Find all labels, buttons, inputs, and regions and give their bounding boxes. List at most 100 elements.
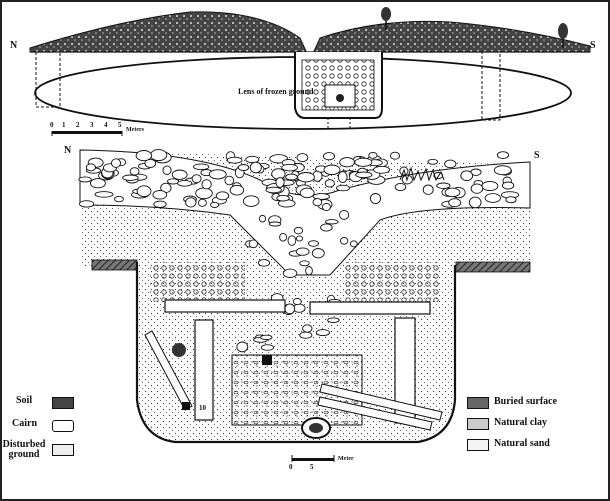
legend-disturbed-swatch (52, 444, 74, 456)
legend-disturbed-label: Disturbed ground (2, 439, 46, 460)
stone (248, 239, 258, 249)
legend-soil-label: Soil (16, 395, 33, 406)
stone (339, 209, 350, 220)
stone (237, 164, 250, 171)
top-scale-bar (52, 131, 122, 134)
stone (122, 174, 139, 181)
stone (114, 195, 124, 203)
top-south-label: S (590, 40, 596, 51)
stone (299, 187, 315, 199)
stone (295, 235, 304, 242)
stone (312, 198, 323, 207)
cairn-stones (78, 149, 520, 353)
stone (149, 149, 168, 162)
stone (265, 186, 282, 194)
stone (292, 297, 302, 306)
top-scale-tick: 2 (76, 121, 80, 129)
top-scale-tick: 5 (118, 121, 122, 129)
legend-sand-label: Natural sand (494, 438, 550, 449)
stone (226, 156, 243, 164)
stone (191, 174, 202, 184)
stone (293, 226, 304, 235)
stone (336, 184, 350, 192)
legend-cairn-swatch (52, 420, 74, 432)
stone (201, 179, 212, 190)
stone (281, 163, 298, 172)
stone (444, 159, 457, 169)
top-scale-tick: 1 (62, 121, 66, 129)
stone (193, 163, 210, 171)
stone (339, 236, 349, 245)
top-scale-tick: 0 (50, 121, 54, 129)
bottom-north-label: N (64, 145, 72, 156)
stone (94, 191, 114, 198)
stone (129, 167, 140, 176)
stone (305, 266, 313, 276)
stone (501, 181, 515, 190)
stone (295, 247, 310, 256)
tree-icon (381, 7, 391, 30)
bottom-profile (78, 149, 531, 462)
stone (468, 196, 482, 209)
stone (171, 169, 188, 180)
stone (268, 221, 282, 227)
stone (162, 165, 172, 175)
stone (427, 158, 439, 165)
top-scale-tick: 4 (104, 121, 108, 129)
stone (245, 155, 260, 164)
stone (308, 240, 319, 247)
stone (505, 196, 517, 204)
stone (242, 195, 260, 207)
stone (324, 179, 335, 188)
top-cairn-mound (29, 11, 591, 62)
stone (276, 194, 290, 202)
stone (299, 260, 310, 267)
stone (460, 170, 474, 182)
stone (337, 171, 348, 184)
bottom-scale-tick: 5 (310, 463, 314, 471)
stone (224, 175, 235, 186)
bottom-scale-bar (292, 458, 334, 461)
legend-buried-swatch (467, 397, 489, 409)
stone (315, 329, 331, 337)
top-north-label: N (10, 40, 18, 51)
top-scale-tick: 3 (90, 121, 94, 129)
stone (481, 180, 499, 192)
stone (373, 165, 391, 174)
stone (229, 184, 245, 196)
bottom-scale-tick: 0 (289, 463, 293, 471)
stone (136, 185, 152, 198)
stone (249, 161, 262, 174)
stone (436, 182, 451, 189)
stone (135, 150, 152, 162)
stone (394, 182, 407, 192)
stone (282, 268, 298, 278)
stone (258, 214, 267, 223)
stone (279, 232, 288, 242)
stone (321, 202, 331, 212)
stone (312, 193, 330, 200)
stone (197, 198, 207, 207)
stone (484, 193, 501, 203)
stone (185, 197, 197, 208)
stone (323, 164, 341, 176)
stone (493, 165, 512, 176)
legend-cairn-label: Cairn (12, 418, 37, 429)
stone (448, 198, 462, 208)
stone (85, 163, 96, 172)
stone (422, 184, 434, 195)
stone (322, 152, 336, 161)
stone (311, 248, 325, 259)
stone (327, 317, 340, 323)
stone (470, 183, 484, 194)
legend-clay-swatch (467, 418, 489, 430)
stone (355, 171, 373, 179)
marker-label: 10 (199, 404, 206, 412)
stone (284, 303, 296, 315)
stone (354, 157, 373, 167)
stone (325, 219, 339, 225)
buried-surface-right (455, 261, 531, 273)
stone (297, 172, 315, 183)
stone (339, 157, 355, 168)
